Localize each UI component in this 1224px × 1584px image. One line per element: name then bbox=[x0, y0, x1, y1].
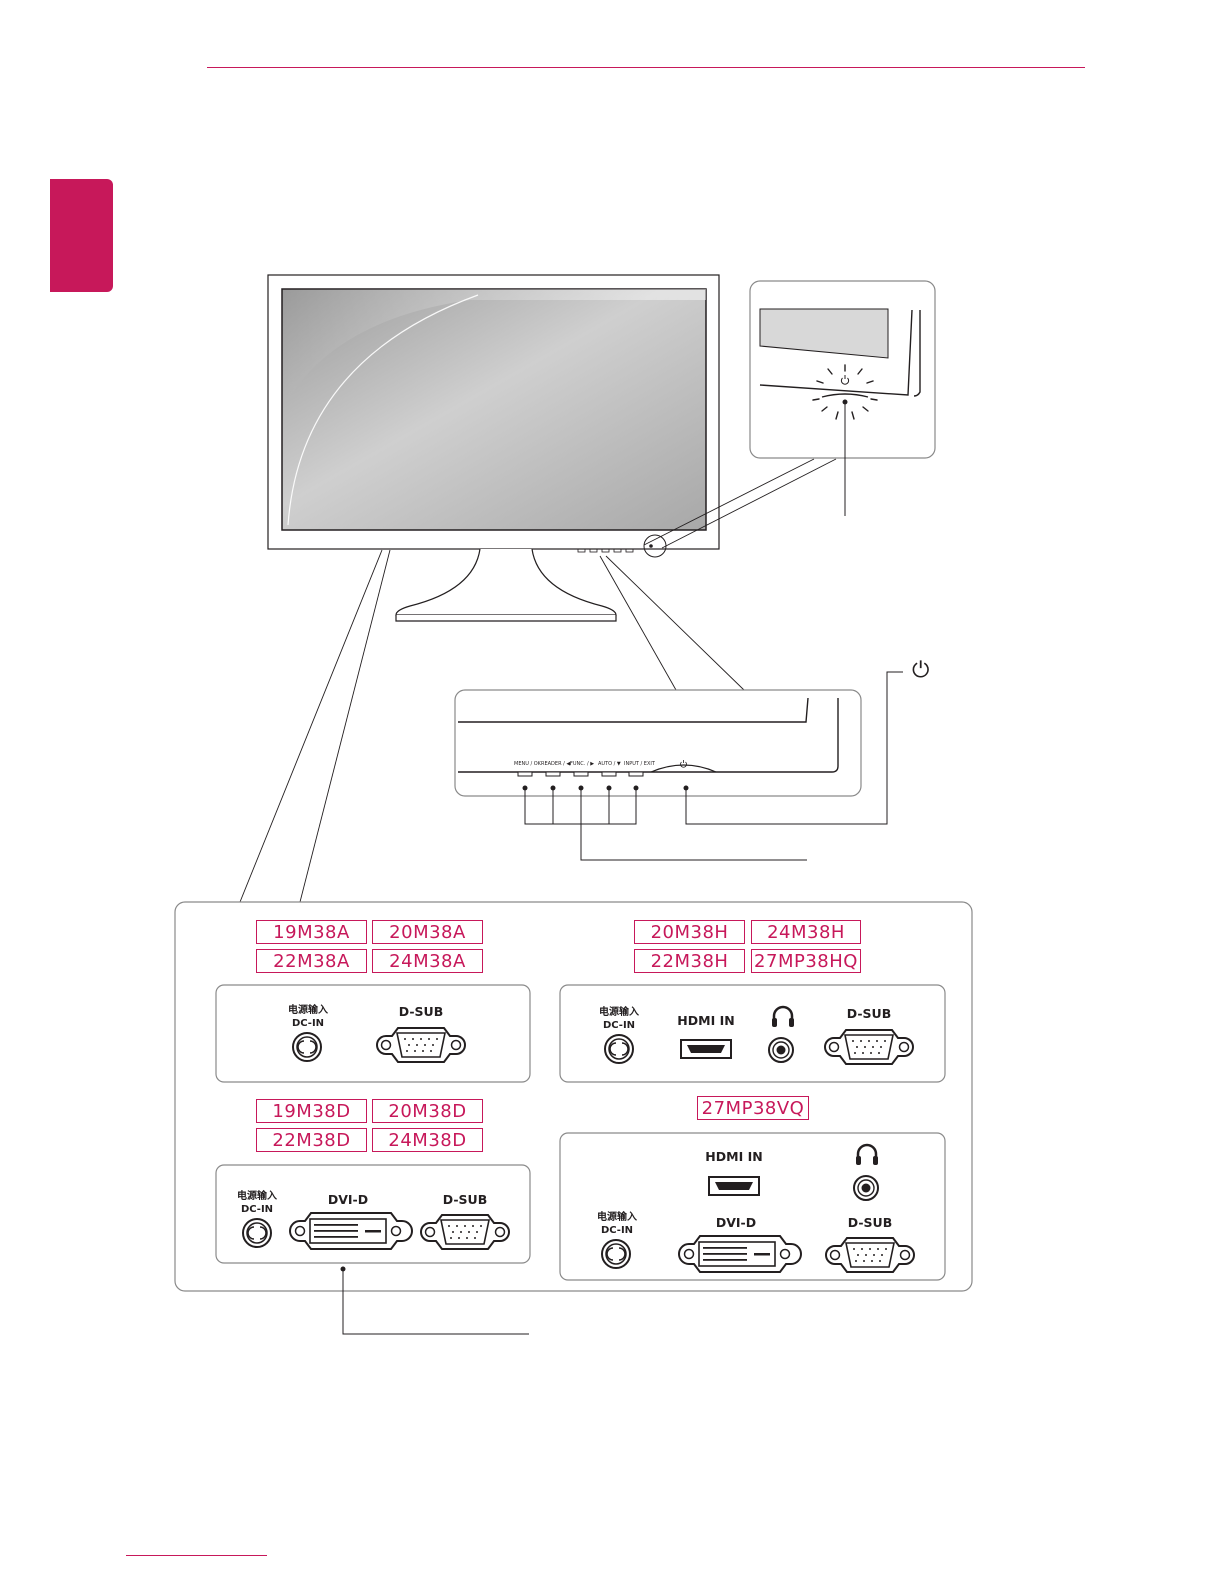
dvi-label: DVI-D bbox=[312, 1193, 384, 1206]
model-label: 24M38H bbox=[751, 920, 861, 944]
dc-in-label: DC-IN bbox=[585, 1225, 649, 1237]
model-label: 20M38A bbox=[372, 920, 483, 944]
dsub-label: D-SUB bbox=[834, 1007, 904, 1020]
dc-in-label: DC-IN bbox=[587, 1020, 651, 1032]
dsub-label: D-SUB bbox=[386, 1005, 456, 1018]
model-label: 22M38H bbox=[634, 949, 745, 973]
power-led-inset bbox=[750, 281, 935, 516]
dc-in-label-cn: 电源输入 bbox=[587, 1007, 651, 1019]
model-label: 19M38A bbox=[256, 920, 367, 944]
button-label-func: FUNC. / ▶ bbox=[570, 761, 594, 767]
dc-in-label-cn: 电源输入 bbox=[276, 1005, 340, 1017]
dc-in-label: DC-IN bbox=[225, 1204, 289, 1216]
model-label: 24M38A bbox=[372, 949, 483, 973]
model-label: 27MP38HQ bbox=[751, 949, 861, 973]
model-label: 24M38D bbox=[372, 1128, 483, 1152]
hdmi-label: HDMI IN bbox=[698, 1150, 770, 1163]
button-label-reader: READER / ◀ bbox=[541, 761, 570, 767]
dsub-label: D-SUB bbox=[834, 1216, 906, 1229]
dsub-label: D-SUB bbox=[429, 1193, 501, 1206]
power-icon: ⏻ bbox=[912, 659, 929, 683]
monitor-front bbox=[268, 275, 719, 621]
model-label: 27MP38VQ bbox=[697, 1096, 809, 1120]
bottom-rule bbox=[126, 1555, 267, 1556]
model-label: 22M38A bbox=[256, 949, 367, 973]
dvi-label: DVI-D bbox=[700, 1216, 772, 1229]
button-label-input: INPUT / EXIT bbox=[624, 761, 655, 767]
button-label-menu: MENU / OK bbox=[514, 761, 541, 767]
dc-in-label-cn: 电源输入 bbox=[585, 1212, 649, 1224]
model-label: 20M38H bbox=[634, 920, 745, 944]
model-label: 22M38D bbox=[256, 1128, 367, 1152]
dc-in-label-cn: 电源输入 bbox=[225, 1191, 289, 1203]
dc-in-label: DC-IN bbox=[276, 1018, 340, 1030]
model-label: 20M38D bbox=[372, 1099, 483, 1123]
model-label: 19M38D bbox=[256, 1099, 367, 1123]
hdmi-label: HDMI IN bbox=[670, 1014, 742, 1027]
button-label-auto: AUTO / ▼ bbox=[598, 761, 621, 767]
